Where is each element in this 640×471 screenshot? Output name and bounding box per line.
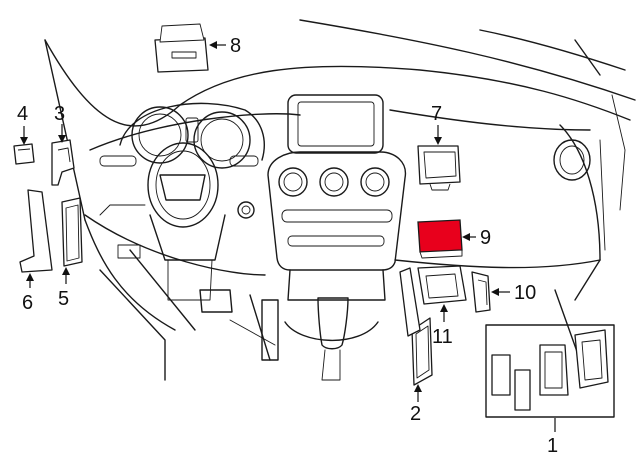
part-10-bracket <box>471 271 491 313</box>
dashboard-outline <box>44 19 636 381</box>
callout-leaders <box>20 41 556 432</box>
callout-numbers: 1 2 3 4 5 6 7 8 9 10 11 <box>17 35 558 457</box>
instrument-cluster <box>119 102 265 169</box>
callout-9: 9 <box>480 227 491 249</box>
callout-8: 8 <box>230 35 241 57</box>
part-8-switch-module <box>154 23 209 73</box>
steering-wheel <box>99 142 259 301</box>
part-11-mounting-bracket <box>399 265 467 337</box>
callout-3: 3 <box>54 103 65 125</box>
callout-1: 1 <box>547 435 558 457</box>
part-5-control-module <box>61 197 83 267</box>
part-6-bracket <box>19 189 53 273</box>
callout-11: 11 <box>432 326 453 348</box>
right-vent <box>553 139 591 181</box>
callout-2: 2 <box>410 403 421 425</box>
pedals <box>117 244 279 361</box>
part-9-highlighted-module <box>417 219 463 259</box>
callout-5: 5 <box>58 288 69 310</box>
center-stack <box>267 94 407 381</box>
callout-10: 10 <box>514 282 536 304</box>
part-2-module <box>411 317 433 386</box>
callout-6: 6 <box>22 292 33 314</box>
callout-4: 4 <box>17 103 28 125</box>
part-7-module <box>417 145 461 191</box>
part-3-relay-bracket <box>51 139 75 186</box>
callout-7: 7 <box>431 103 442 125</box>
part-1-fuse-box-kit <box>485 324 615 418</box>
part-4-relay <box>13 143 35 165</box>
